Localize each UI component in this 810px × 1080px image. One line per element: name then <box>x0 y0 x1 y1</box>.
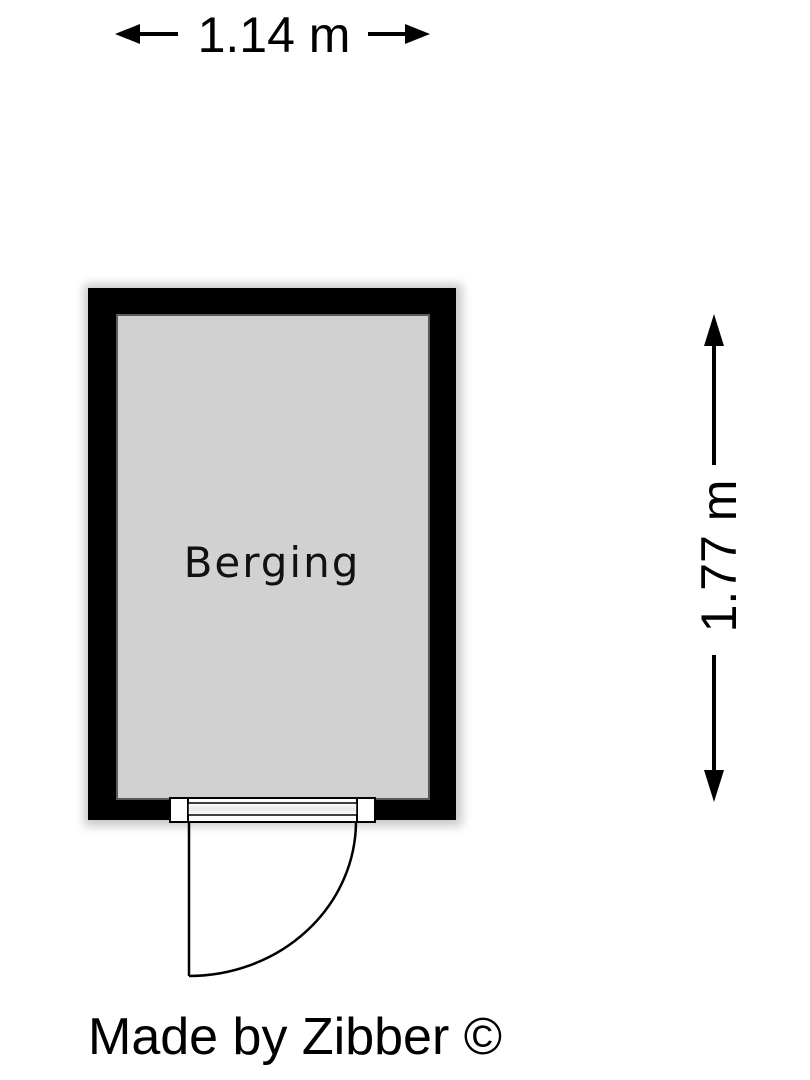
door-swing-arc <box>188 821 358 978</box>
width-dimension: 1.14 m <box>115 7 430 63</box>
height-dimension: 1.77 m <box>691 314 747 802</box>
credit-text: Made by Zibber © <box>88 1008 502 1066</box>
door-threshold <box>187 802 358 816</box>
door-frame-left <box>169 797 189 823</box>
room-label: Berging <box>184 538 361 587</box>
door-frame-right <box>356 797 376 823</box>
width-dimension-label: 1.14 m <box>198 7 351 63</box>
width-dimension-right-arrow-icon <box>405 24 430 44</box>
door <box>169 797 376 978</box>
room-berging: Berging <box>84 284 462 826</box>
height-dimension-top-arrow-icon <box>704 314 724 346</box>
height-dimension-bottom-arrow-icon <box>704 770 724 802</box>
room-floor <box>116 314 430 800</box>
width-dimension-left-arrow-icon <box>115 24 140 44</box>
height-dimension-label: 1.77 m <box>691 480 747 633</box>
